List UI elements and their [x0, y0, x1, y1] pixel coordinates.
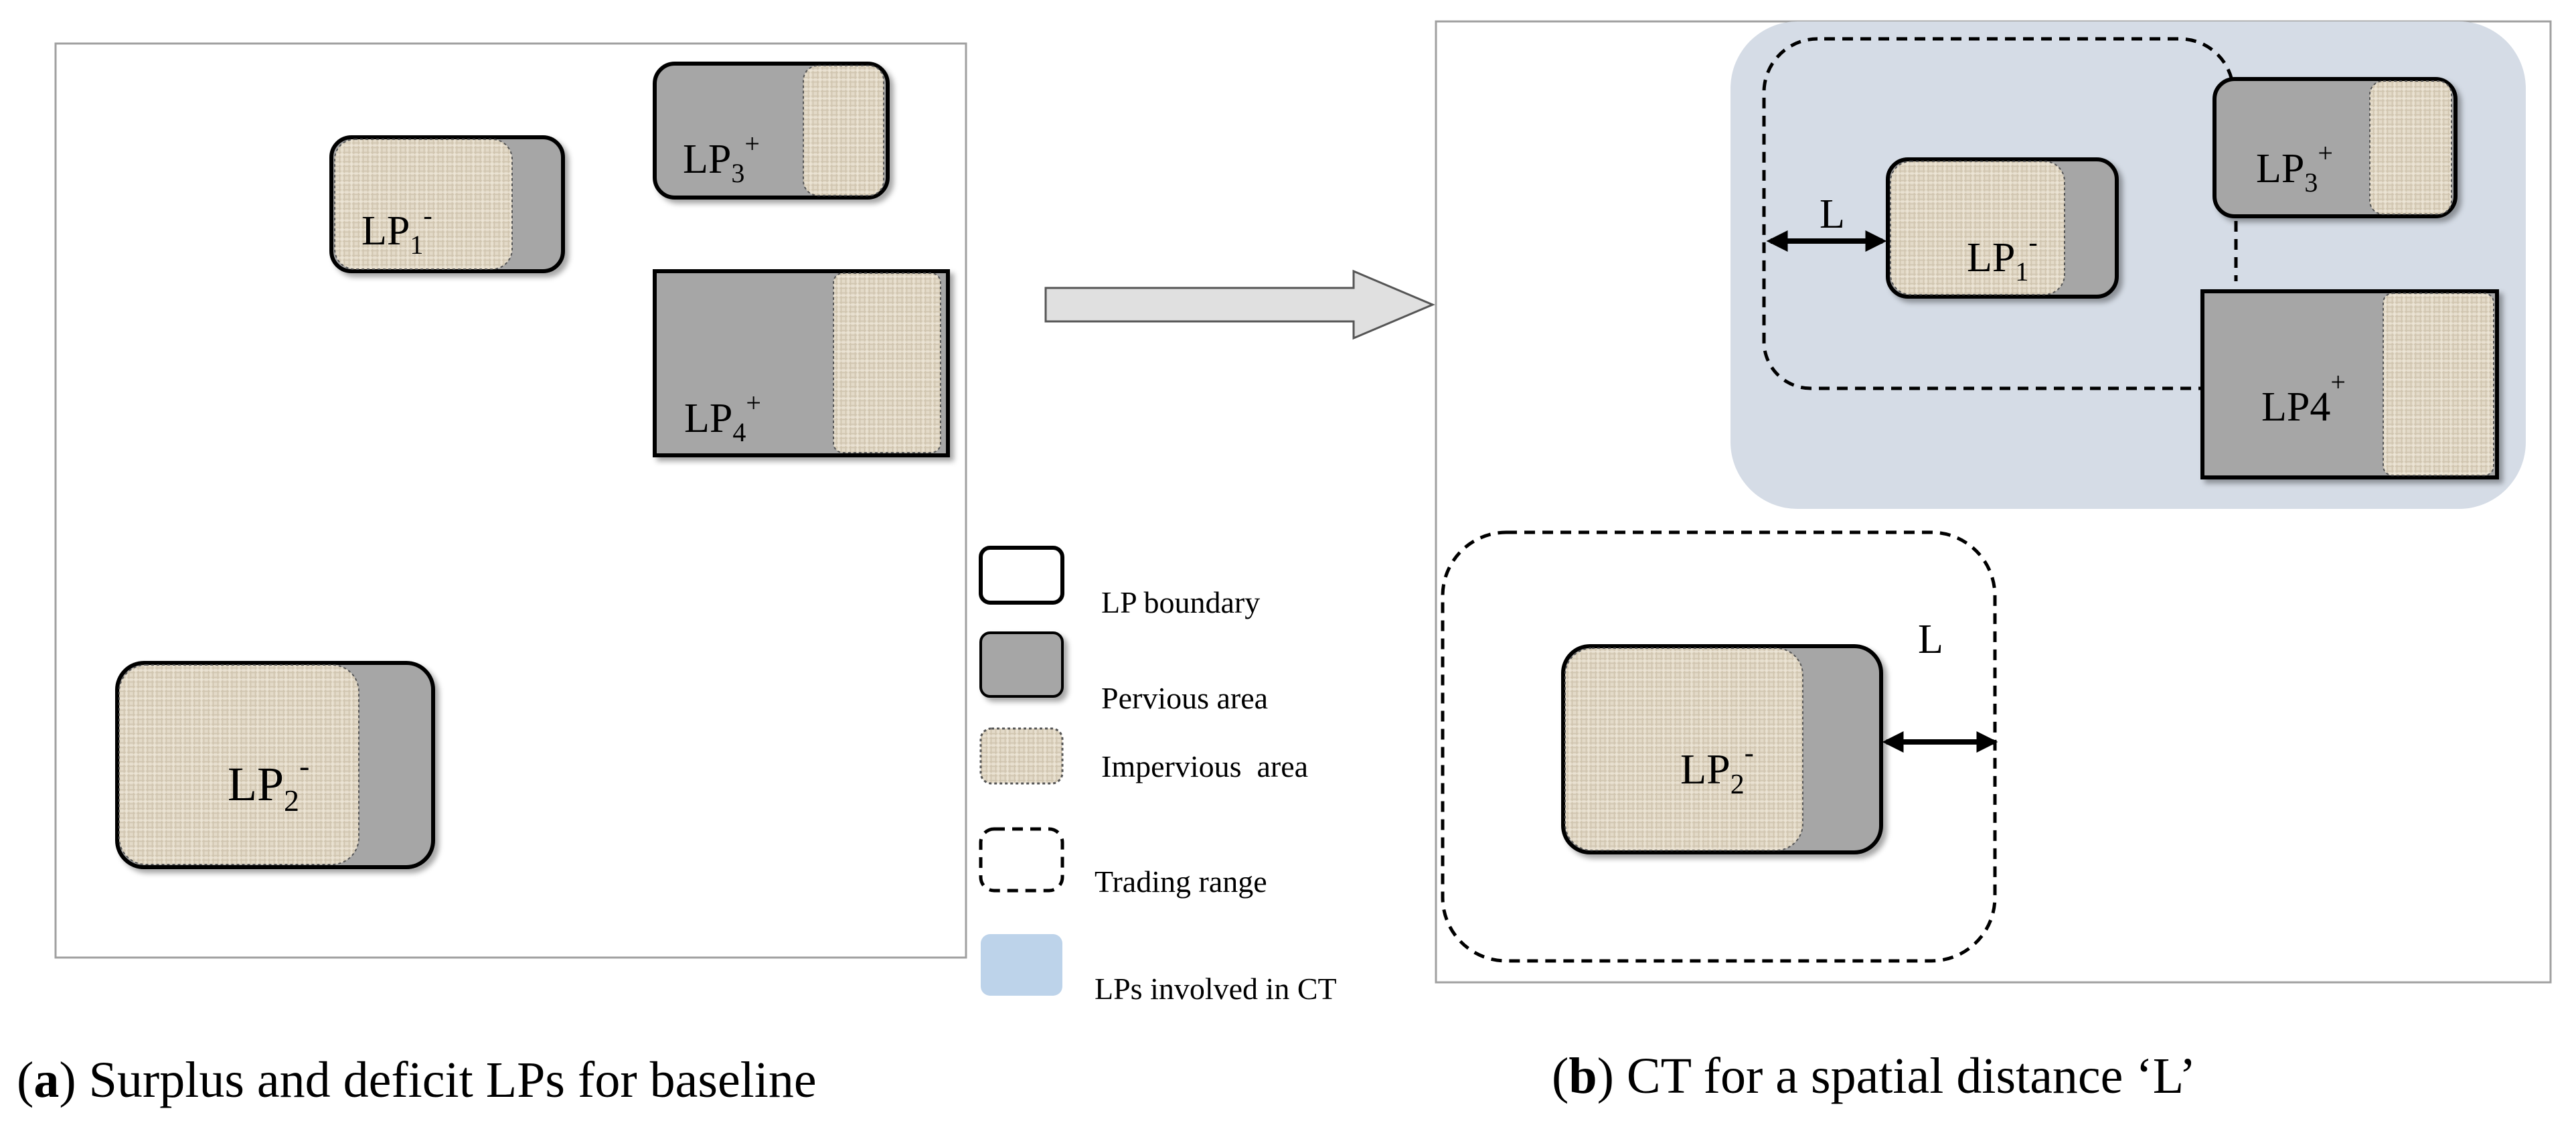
ct-highlight-swatch — [981, 934, 1062, 996]
legend-label-lp-boundary: LP boundary — [1101, 585, 1260, 619]
panel-b-lp2: LP2- — [1561, 644, 1883, 854]
panel-a-lp3: LP3+ — [653, 62, 890, 200]
pervious-area-swatch — [979, 631, 1064, 698]
caption-b: (b) CT for a spatial distance ‘L’ — [1552, 1048, 2196, 1104]
panel-a-lp1: LP1- — [329, 135, 565, 273]
lp-boundary-swatch — [979, 546, 1064, 605]
legend: LP boundary Pervious area Impervious are… — [979, 546, 1337, 1006]
panel-b-lp4: LP4+ — [2200, 289, 2499, 479]
distance-label-lp2: L — [1918, 617, 1943, 662]
panel-b-lp2-label: LP2- — [1680, 738, 1754, 800]
panel-b-lp4-label: LP4+ — [2261, 367, 2346, 430]
panel-a-lp3-label: LP3+ — [683, 129, 760, 188]
legend-item-lps-involved-ct: LPs involved in CT — [981, 934, 1337, 1006]
panel-b: LP3+ LP4+ LP1- L LP2- L — [1435, 20, 2552, 984]
caption-a: (a) Surplus and deficit LPs for baseline — [17, 1052, 817, 1108]
panel-b-lp3: LP3+ — [2212, 77, 2458, 218]
impervious-area-swatch — [979, 727, 1064, 785]
panel-a-lp4-label: LP4+ — [684, 388, 761, 447]
trading-range-lp1 — [1762, 37, 2238, 390]
legend-label-impervious-area: Impervious area — [1101, 749, 1308, 783]
trading-range-swatch — [979, 827, 1064, 893]
panel-a-lp1-label: LP1- — [361, 200, 432, 260]
distance-label-lp1: L — [1820, 192, 1845, 237]
legend-item-lp-boundary: LP boundary — [979, 546, 1260, 619]
panel-a-lp4: LP4+ — [653, 269, 950, 457]
legend-label-lps-involved-ct: LPs involved in CT — [1095, 972, 1337, 1006]
panel-b-lp1: LP1- — [1886, 157, 2119, 299]
legend-item-trading-range: Trading range — [979, 827, 1267, 899]
legend-item-impervious-area: Impervious area — [979, 727, 1308, 785]
transition-arrow — [1044, 269, 1435, 340]
legend-item-pervious-area: Pervious area — [979, 631, 1268, 715]
panel-b-lp1-label: LP1- — [1967, 227, 2038, 287]
panel-a-lp2: LP2- — [115, 661, 435, 869]
panel-a: LP1- LP3+ LP4+ LP2- — [54, 42, 967, 959]
panel-b-lp3-label: LP3+ — [2256, 138, 2333, 198]
legend-label-pervious-area: Pervious area — [1101, 681, 1268, 715]
legend-label-trading-range: Trading range — [1095, 864, 1267, 899]
panel-a-lp2-label: LP2- — [228, 749, 309, 818]
